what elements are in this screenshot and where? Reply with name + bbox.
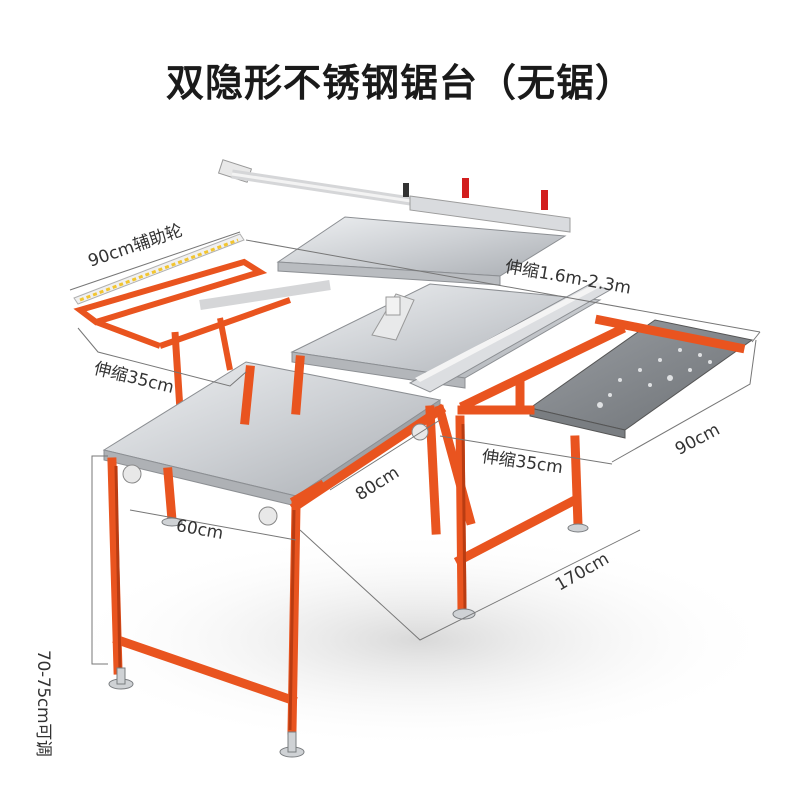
height-range-label: 70-75cm可调 — [33, 650, 53, 757]
left-extension-frame — [73, 233, 331, 411]
leveling-feet — [108, 517, 589, 758]
extension-holes — [597, 348, 712, 408]
page-title: 双隐形不锈钢锯台（无锯） — [165, 61, 634, 105]
rip-fence — [408, 283, 612, 393]
dimension-lines — [69, 231, 761, 665]
blade-guard — [371, 293, 415, 341]
sliding-fence-assembly — [217, 159, 571, 233]
right-extension-table — [528, 319, 754, 431]
caster-wheels — [122, 423, 429, 526]
